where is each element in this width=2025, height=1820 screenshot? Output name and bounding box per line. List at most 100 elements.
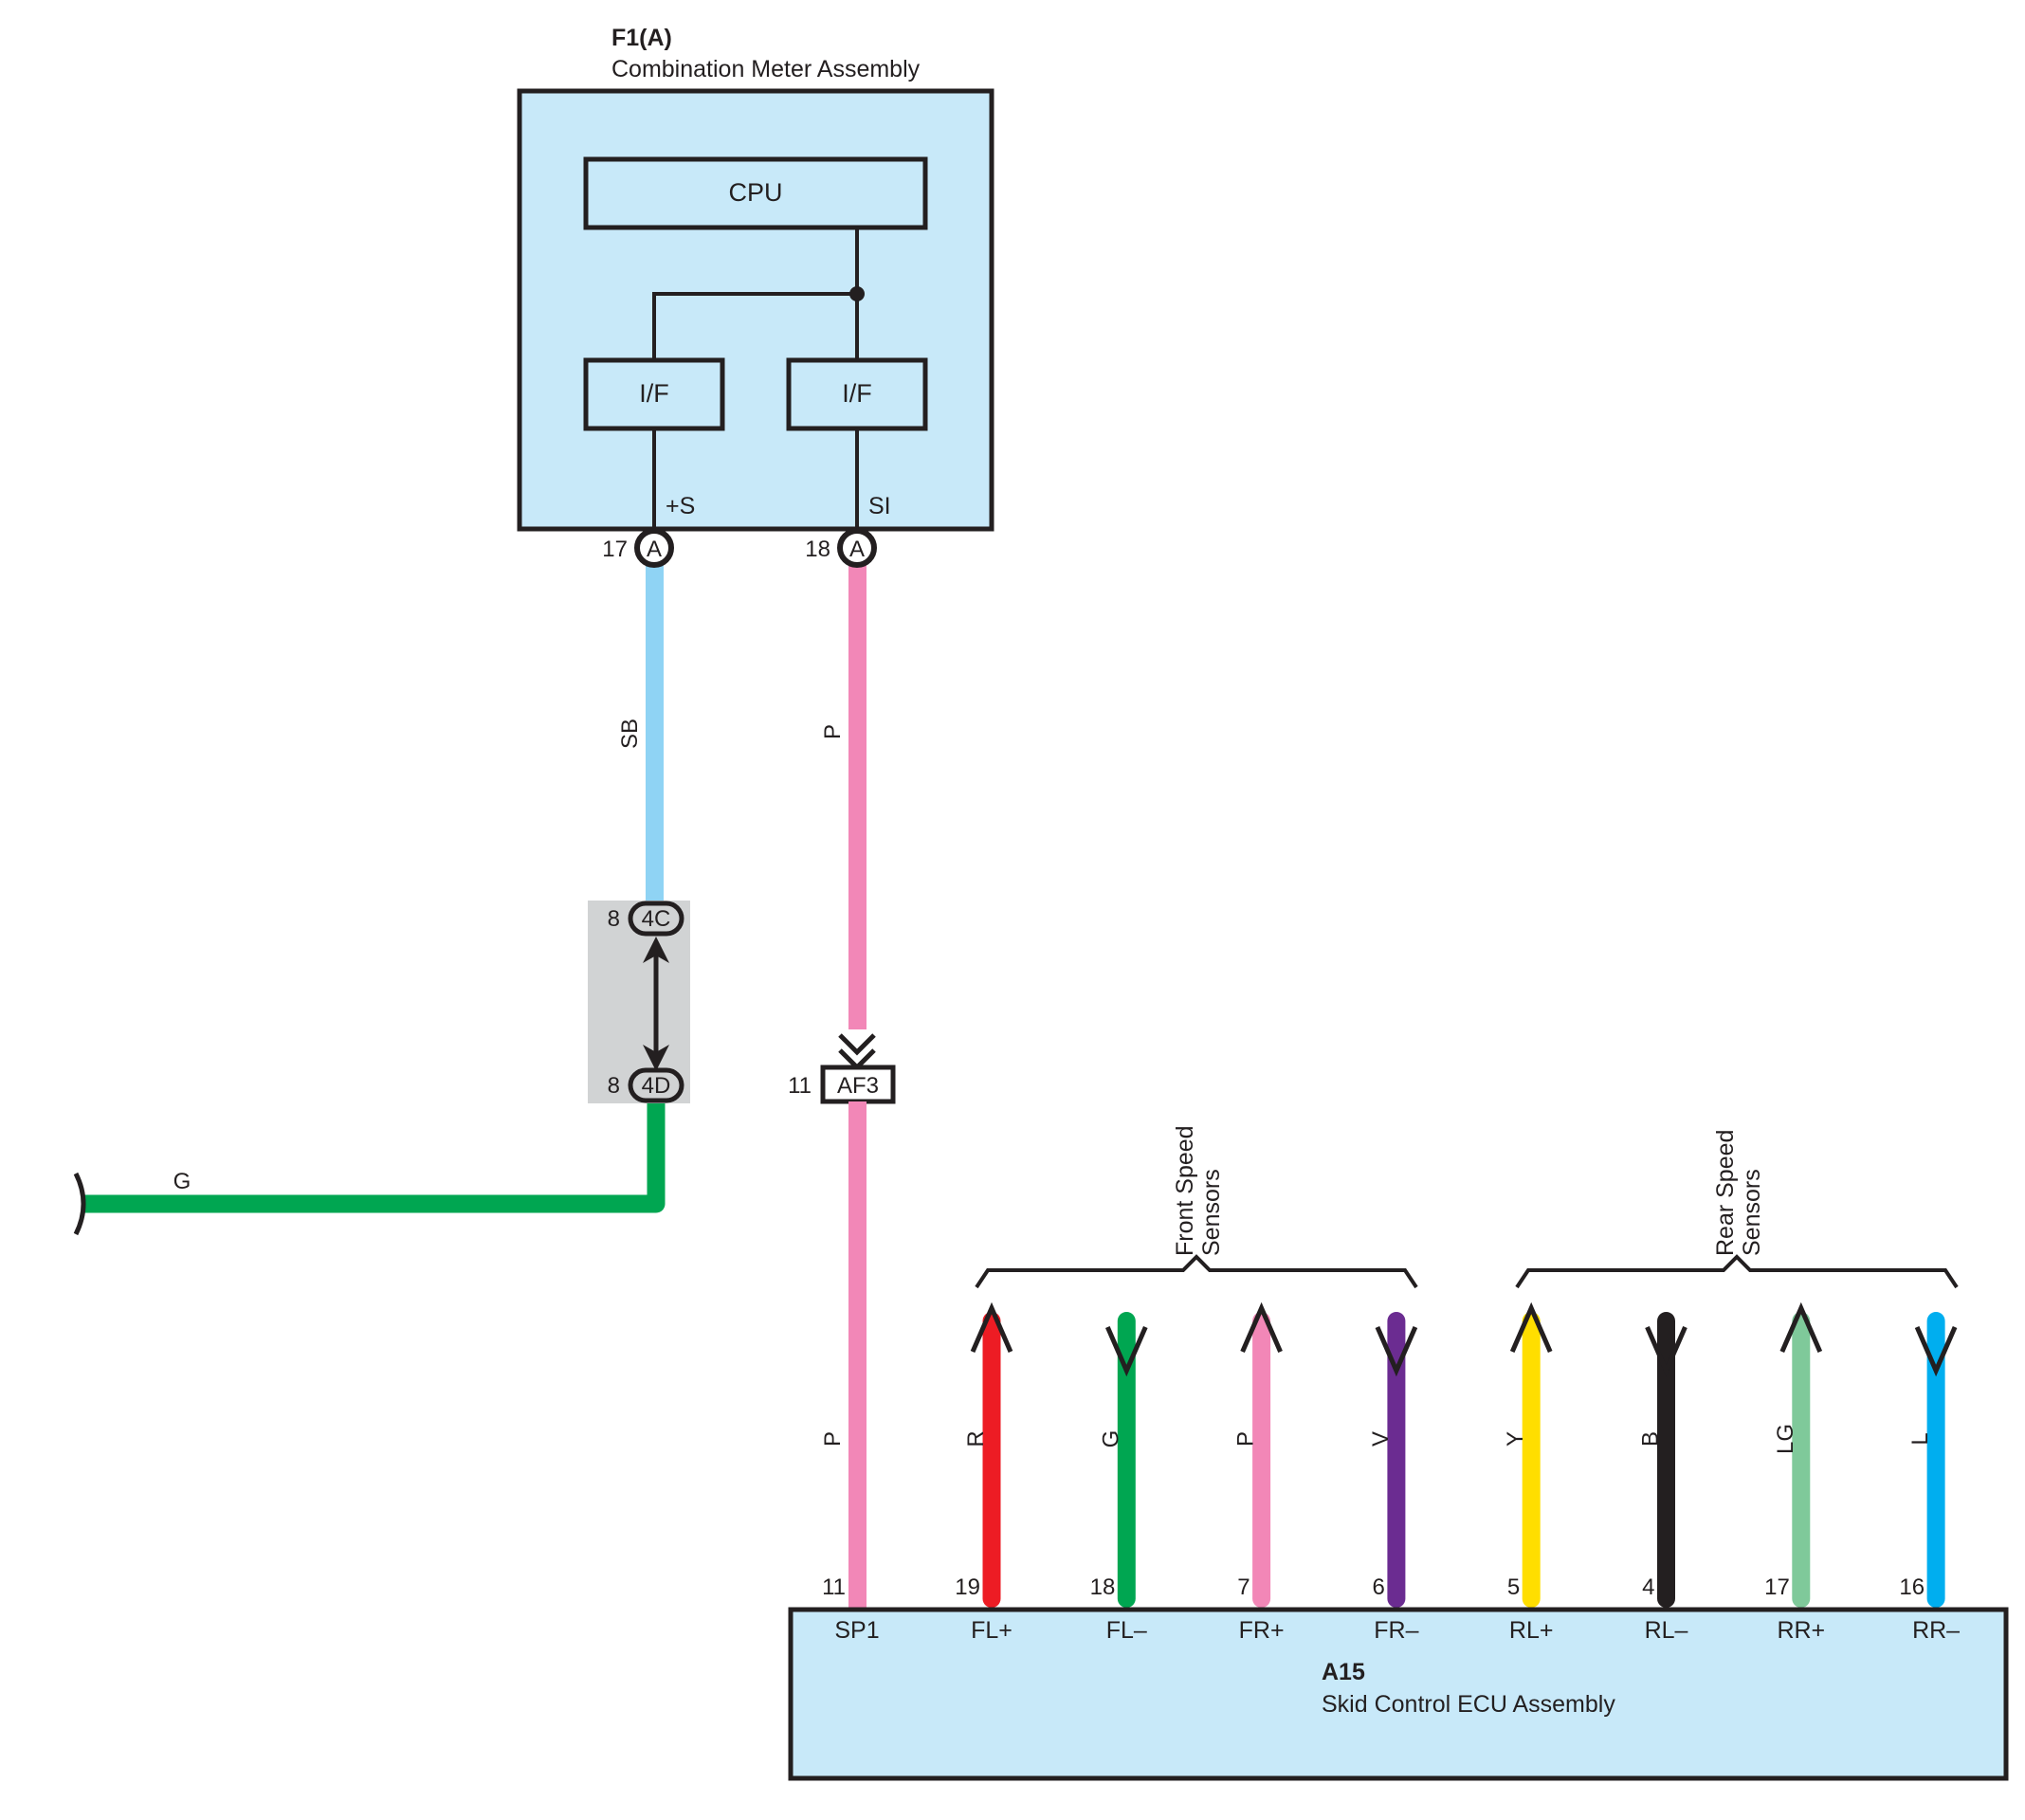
if-right-label: I/F	[842, 379, 872, 408]
chevron-down-icon	[838, 1033, 876, 1056]
sensor-wire-body	[1117, 1312, 1136, 1608]
front-sensors-bracket	[975, 1254, 1418, 1289]
pin-17-connector: A	[647, 537, 662, 562]
sensor-wire-body	[982, 1312, 1001, 1608]
ecu-terminal-label: RR–	[1912, 1617, 1960, 1644]
sensor-pin-number: 5	[1507, 1574, 1520, 1600]
sensor-wire-body	[1657, 1312, 1675, 1608]
wire-p-lower-label: P	[820, 1431, 846, 1447]
meter-code: F1(A)	[611, 25, 672, 51]
arrow-down-icon	[1914, 1326, 1958, 1377]
sensor-wire-label: LG	[1773, 1424, 1798, 1454]
if-left-label: I/F	[639, 379, 669, 408]
combination-meter-assembly: F1(A) Combination Meter Assembly CPU I/F…	[517, 25, 994, 532]
connector-4c-pin: 8	[608, 906, 620, 932]
ecu-terminal-label: FL–	[1106, 1617, 1147, 1644]
sensor-wire-6: LG 17	[1764, 1301, 1823, 1608]
connector-af3-pin: 11	[788, 1073, 812, 1099]
front-sensors-line1: Front Speed	[1172, 1125, 1198, 1256]
sensor-wire-4: Y5	[1503, 1301, 1553, 1608]
wire-break-icon	[73, 1172, 86, 1236]
rear-sensors-line2: Sensors	[1739, 1169, 1765, 1256]
meter-box	[517, 88, 994, 532]
wire-sb-label: SB	[617, 719, 643, 749]
sensor-pin-number: 17	[1764, 1574, 1790, 1600]
connector-4d-pin: 8	[608, 1073, 620, 1099]
pin-18-number: 18	[805, 537, 830, 562]
arrow-up-icon	[970, 1301, 1013, 1353]
meter-pin-17: A 17	[602, 528, 674, 568]
sensor-pin-number: 4	[1642, 1574, 1654, 1600]
terminal-si: SI	[868, 493, 891, 519]
meter-pin-18: A 18	[805, 528, 877, 568]
sensor-wire-label: Y	[1503, 1431, 1528, 1447]
terminal-sp1: SP1	[834, 1617, 879, 1644]
ecu-terminal-label: FR–	[1374, 1617, 1418, 1644]
sensor-wire-body	[1792, 1312, 1811, 1608]
connector-4c	[628, 901, 684, 937]
cpu-box	[583, 156, 928, 230]
meter-name: Combination Meter Assembly	[611, 56, 921, 82]
sensor-wire-label: G	[1098, 1430, 1123, 1448]
rear-sensors-line1: Rear Speed	[1712, 1130, 1739, 1256]
sensor-pin-number: 19	[955, 1574, 980, 1600]
sensor-wire-label: R	[963, 1430, 989, 1447]
sensor-wire-label: B	[1638, 1431, 1664, 1447]
junction-connector: 4C 8 4D 8	[588, 901, 690, 1103]
ecu-terminal-label: RL–	[1645, 1617, 1688, 1644]
sensor-pin-number: 16	[1899, 1574, 1925, 1600]
ecu-terminals: FL+FL–FR+FR–RL+RL–RR+RR–	[971, 1617, 1960, 1644]
connector-4c-label: 4C	[642, 906, 671, 932]
connector-4d	[628, 1067, 684, 1103]
wire-sb	[646, 565, 664, 904]
sensor-wire-0: R 19	[955, 1301, 1013, 1608]
rear-sensors-bracket	[1515, 1254, 1959, 1289]
sensor-wire-body	[1522, 1312, 1541, 1608]
sensor-wire-label: V	[1368, 1431, 1394, 1447]
junction-dot	[849, 286, 865, 301]
wire-g	[83, 1103, 666, 1213]
sp1-pin-number: 11	[822, 1574, 846, 1600]
wire-p-upper-label: P	[820, 724, 846, 739]
sensor-pin-number: 6	[1373, 1574, 1385, 1600]
ecu-terminal-label: FR+	[1239, 1617, 1285, 1644]
sensor-wire-1: G 18	[1090, 1312, 1148, 1608]
front-sensors-line2: Sensors	[1198, 1169, 1225, 1256]
sensor-pin-number: 7	[1237, 1574, 1250, 1600]
arrow-up-icon	[1779, 1301, 1823, 1353]
arrow-down-icon	[1375, 1326, 1418, 1377]
arrow-up-icon	[1509, 1301, 1553, 1353]
sensor-pin-number: 18	[1090, 1574, 1116, 1600]
terminal-plus-s: +S	[666, 493, 695, 519]
wire-p-lower	[848, 1101, 867, 1608]
sensor-wire-2: P7	[1233, 1301, 1283, 1608]
cpu-label: CPU	[728, 178, 782, 207]
arrow-down-icon	[1645, 1326, 1688, 1377]
ecu-code: A15	[1322, 1659, 1365, 1685]
connector-af3: AF3 11	[788, 1033, 896, 1104]
wire-g-label: G	[173, 1169, 192, 1194]
ecu-terminal-label: RL+	[1509, 1617, 1554, 1644]
pin-18-connector: A	[849, 537, 865, 562]
sensor-wire-body	[1252, 1312, 1271, 1608]
connector-af3-box	[820, 1065, 896, 1104]
wire-p-upper	[848, 565, 867, 1029]
pin-17-number: 17	[602, 537, 628, 562]
connector-af3-label: AF3	[837, 1073, 879, 1099]
sensor-wire-label: P	[1233, 1431, 1259, 1447]
ecu-name: Skid Control ECU Assembly	[1322, 1691, 1615, 1718]
sensor-wire-3: V6	[1368, 1312, 1418, 1608]
arrow-down-icon	[643, 1045, 669, 1071]
sensor-wire-5: B4	[1638, 1312, 1688, 1608]
arrow-up-icon	[1240, 1301, 1283, 1353]
sensor-wire-body	[1926, 1312, 1945, 1608]
arrow-up-icon	[643, 937, 669, 963]
skid-control-ecu-assembly: SP1 A15 Skid Control ECU Assembly FL+FL–…	[788, 1607, 2009, 1781]
sensor-wire-body	[1387, 1312, 1406, 1608]
connector-4d-label: 4D	[642, 1073, 671, 1099]
arrow-down-icon	[1105, 1326, 1148, 1377]
sensor-wire-label: L	[1907, 1432, 1933, 1445]
ecu-terminal-label: RR+	[1777, 1617, 1825, 1644]
sensor-wire-7: L 16	[1899, 1312, 1958, 1608]
